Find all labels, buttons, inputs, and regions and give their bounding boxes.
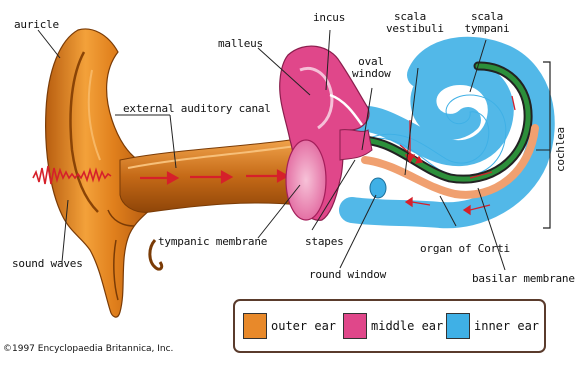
- tympanic-membrane-shape: [286, 140, 326, 220]
- round-window-label: round window: [309, 269, 386, 281]
- scala-vestibuli-line-2: vestibuli: [386, 23, 434, 35]
- incus-label: incus: [313, 12, 345, 24]
- legend-label-outer-ear: outer ear: [271, 319, 336, 333]
- round-window-shape: [370, 178, 386, 198]
- stapes-label: stapes: [305, 236, 344, 248]
- legend: outer ear middle ear inner ear: [233, 299, 546, 353]
- scala-tympani-label: scala tympani: [462, 11, 512, 35]
- scala-vestibuli-label: scala vestibuli: [386, 11, 434, 35]
- scala-tympani-line-2: tympani: [462, 23, 512, 35]
- organ-of-corti-label: organ of Corti: [420, 243, 510, 255]
- legend-label-inner-ear: inner ear: [474, 319, 539, 333]
- basilar-membrane-label: basilar membrane: [472, 273, 575, 285]
- malleus-label: malleus: [218, 38, 263, 50]
- legend-swatch-outer-ear: [243, 313, 267, 339]
- external-auditory-canal-label: external auditory canal: [123, 103, 271, 115]
- oval-window-line-2: window: [352, 68, 390, 80]
- oval-window-label: oval window: [352, 56, 390, 80]
- auricle-label: auricle: [14, 19, 59, 31]
- cochlea-label: cochlea: [555, 127, 567, 172]
- legend-swatch-middle-ear: [343, 313, 367, 339]
- legend-label-middle-ear: middle ear: [371, 319, 443, 333]
- legend-swatch-inner-ear: [446, 313, 470, 339]
- tympanic-membrane-label: tympanic membrane: [158, 236, 267, 248]
- sound-waves-label: sound waves: [12, 258, 83, 270]
- copyright-notice: ©1997 Encyclopaedia Britannica, Inc.: [3, 344, 173, 354]
